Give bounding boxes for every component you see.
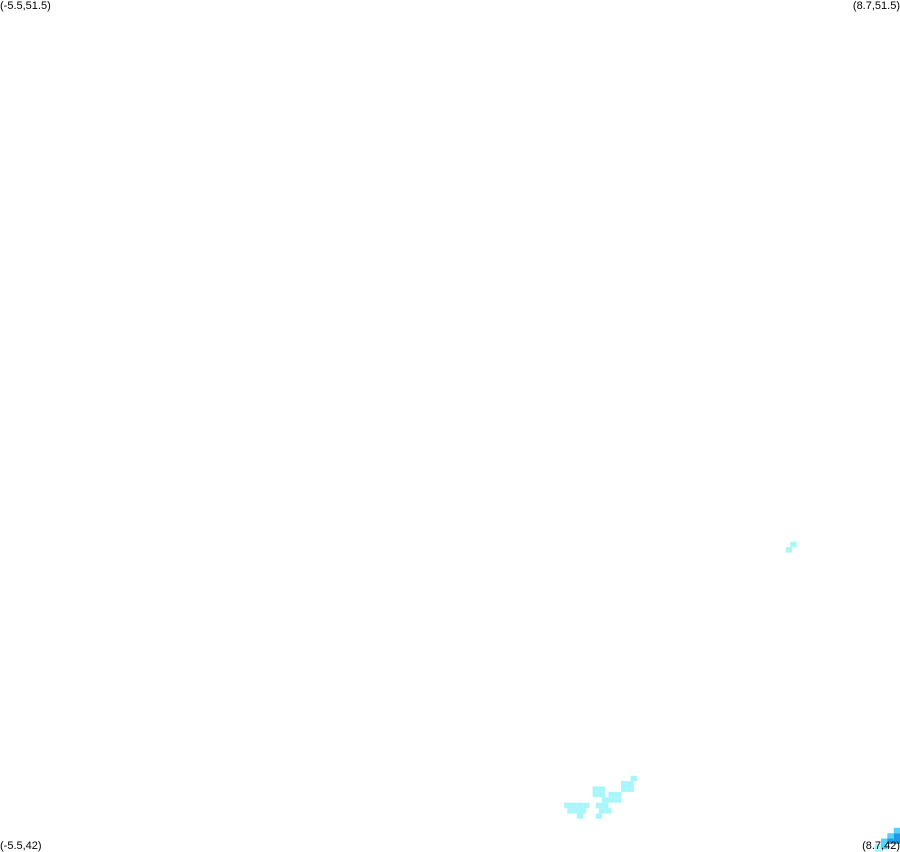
precip-cell-light-cyan — [570, 802, 577, 809]
precip-cell-light-cyan — [573, 808, 580, 814]
precip-cell-cyan — [887, 833, 894, 839]
precip-cell-cyan — [893, 827, 900, 834]
precip-cell-light-cyan — [576, 802, 584, 809]
precip-cell-light-cyan — [598, 791, 606, 798]
precip-cell-blue — [893, 838, 900, 844]
precip-cell-cyan — [881, 843, 888, 850]
precip-cell-cyan — [881, 838, 888, 844]
precip-cell-light-cyan — [602, 802, 609, 809]
precip-cell-light-cyan — [614, 797, 622, 803]
corner-label-bottom-right: (8.7,42) — [862, 840, 900, 852]
corner-label-top-left: (-5.5,51.5) — [0, 0, 51, 12]
precip-cell-light-cyan — [614, 791, 622, 798]
precip-cell-light-cyan — [576, 813, 584, 819]
precip-cell-light-cyan — [630, 775, 637, 782]
precip-cell-blue — [893, 833, 900, 839]
precip-cell-light-cyan — [602, 797, 609, 803]
precip-cell-light-cyan — [621, 781, 628, 787]
precip-cell-light-cyan — [595, 802, 603, 809]
precip-cell-light-cyan — [583, 802, 590, 809]
precip-cell-light-cyan — [608, 791, 615, 798]
precip-cell-light-cyan — [595, 813, 603, 819]
precip-cell-blue — [887, 838, 894, 844]
precip-cell-light-cyan — [598, 786, 606, 792]
precip-cell-light-cyan — [608, 797, 615, 803]
precip-cell-light-cyan — [579, 808, 587, 814]
precip-cell-light-cyan — [605, 808, 612, 814]
precip-cell-light-cyan — [790, 541, 797, 548]
precip-cell-light-cyan — [567, 808, 574, 814]
corner-label-top-right: (8.7,51.5) — [852, 0, 900, 12]
precip-cell-light-cyan — [621, 786, 628, 792]
precip-cell-light-cyan — [627, 781, 634, 787]
precip-cell-light-cyan — [785, 547, 793, 553]
precip-cell-light-cyan — [564, 802, 571, 809]
precip-cell-light-cyan — [874, 846, 881, 852]
precip-cell-light-cyan — [592, 791, 599, 798]
corner-label-bottom-left: (-5.5,42) — [0, 840, 42, 852]
precip-cell-light-cyan — [627, 786, 634, 792]
precip-cell-light-cyan — [598, 808, 606, 814]
precip-cell-light-cyan — [592, 786, 599, 792]
